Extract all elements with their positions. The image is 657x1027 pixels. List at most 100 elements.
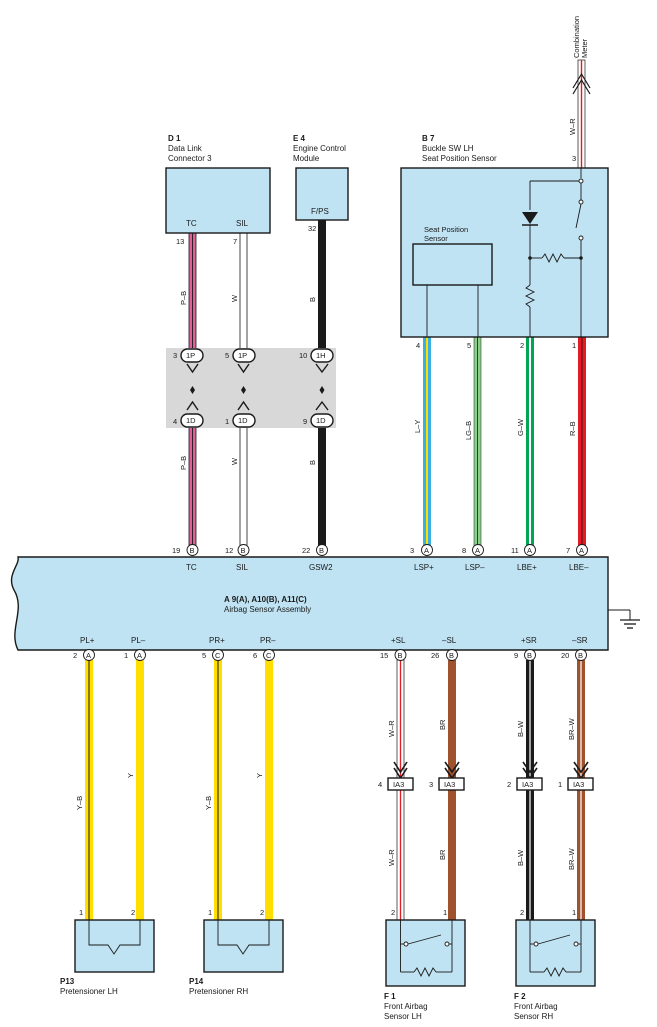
a-pin-11-conn: A xyxy=(527,546,532,555)
component-p14-pretensioner-rh: 1 2 P14 Pretensioner RH xyxy=(189,908,284,996)
a-pin-5: 5 xyxy=(202,651,206,660)
a-pin-3-conn: A xyxy=(424,546,429,555)
a-term-pl-plus: PL+ xyxy=(80,636,95,645)
junction-pin-9: 9 xyxy=(303,417,307,426)
b7-inner-label-line2: Sensor xyxy=(424,234,448,243)
junction-1d-tc xyxy=(180,413,204,428)
junction-1h-fps xyxy=(310,348,334,363)
wire-label-sl-plus-lower: W–R xyxy=(387,849,396,866)
a-pin-26-conn: B xyxy=(449,651,454,660)
junction-1p-tc-label: 1P xyxy=(186,351,195,360)
wire-lsp-minus xyxy=(473,335,482,553)
a-term-lbe-minus: LBE– xyxy=(569,563,589,572)
b7-pin-1: 1 xyxy=(572,341,576,350)
junction-block: 3 1P 5 1P 10 1H 4 1D 1 1D 9 1D xyxy=(166,348,336,428)
ia3-sl-plus-label: IA3 xyxy=(393,780,404,789)
a-pin-26: 26 xyxy=(431,651,439,660)
b7-pin-4: 4 xyxy=(416,341,420,350)
lower-wire-labels: Y–B Y Y–B Y W–R BR B–W BR–W W–R BR B–W B… xyxy=(75,717,576,870)
wire-pr-minus xyxy=(265,660,273,920)
airbag-sensor-subtitle: Airbag Sensor Assembly xyxy=(224,605,311,614)
f1-id: F 1 xyxy=(384,992,396,1001)
wire-label-lbe-minus: R–B xyxy=(568,421,577,436)
a-pin-9: 9 xyxy=(514,651,518,660)
wire-label-lsp-plus: L–Y xyxy=(413,420,422,433)
a-pin-15: 15 xyxy=(380,651,388,660)
a-term-sr-minus: –SR xyxy=(572,636,588,645)
wire-label-sil-upper: W xyxy=(230,294,239,302)
a-pin-9-conn: B xyxy=(527,651,532,660)
ia3-pin-3: 3 xyxy=(429,780,433,789)
wire-label-sr-plus-upper: B–W xyxy=(516,720,525,737)
a-pin-7-conn: A xyxy=(579,546,584,555)
a-pin-11: 11 xyxy=(511,546,519,555)
e4-box xyxy=(295,167,349,221)
a-pin-7: 7 xyxy=(566,546,570,555)
a-pin-1: 1 xyxy=(124,651,128,660)
meter-connector-icon-2 xyxy=(572,78,591,95)
a-term-tc: TC xyxy=(186,563,197,572)
p14-name: Pretensioner RH xyxy=(189,987,248,996)
b7-name-line1: Buckle SW LH xyxy=(422,144,474,153)
f1-pin-1: 1 xyxy=(443,908,447,917)
ia3-sr-minus-label: IA3 xyxy=(573,780,584,789)
component-d1-data-link-connector: D 1 Data Link Connector 3 TC SIL 13 7 xyxy=(165,134,271,246)
component-f2-front-airbag-sensor-rh: 2 1 F 2 Front Airbag Sensor RH xyxy=(514,908,596,1021)
component-e4-engine-control-module: E 4 Engine Control Module F/PS 32 xyxy=(293,134,349,233)
resistor-icon-2 xyxy=(524,284,536,308)
a-pin-22: 22 xyxy=(302,546,310,555)
junction-1p-sil xyxy=(232,348,256,363)
wire-lbe-plus xyxy=(526,336,534,552)
d1-id: D 1 xyxy=(168,134,181,143)
f2-name-line2: Sensor RH xyxy=(514,1012,553,1021)
wire-pr-plus xyxy=(214,660,222,920)
a-term-gsw2: GSW2 xyxy=(309,563,333,572)
wire-pl-plus xyxy=(85,660,93,920)
a-pin-12: 12 xyxy=(225,546,233,555)
component-a9-airbag-sensor-assembly: A 9(A), A10(B), A11(C) Airbag Sensor Ass… xyxy=(10,544,640,661)
meter-label-line1: Combination xyxy=(572,16,581,58)
e4-id: E 4 xyxy=(293,134,306,143)
wire-label-tc-lower: P–B xyxy=(179,456,188,470)
ia3-sr-plus-label: IA3 xyxy=(522,780,533,789)
b7-name-line2: Seat Position Sensor xyxy=(422,154,497,163)
airbag-sensor-title: A 9(A), A10(B), A11(C) xyxy=(224,595,307,604)
e4-pin-32: 32 xyxy=(308,224,316,233)
p13-pin-2: 2 xyxy=(131,908,135,917)
a-pin-8: 8 xyxy=(462,546,466,555)
a-pin-1-conn: A xyxy=(137,651,142,660)
a-term-sr-plus: +SR xyxy=(521,636,537,645)
wire-label-sl-minus-lower: BR xyxy=(438,849,447,860)
b7-internal-circuit xyxy=(522,168,584,337)
airbag-top-pins: 19 B TC 12 B SIL 22 B GSW2 3 A LSP+ 8 A … xyxy=(172,544,589,572)
e4-pin-fps: F/PS xyxy=(311,207,329,216)
ia3-pin-4: 4 xyxy=(378,780,382,789)
b7-pin-5: 5 xyxy=(467,341,471,350)
wire-label-sr-minus-upper: BR–W xyxy=(567,717,576,740)
ia3-connectors: 4 IA3 3 IA3 2 IA3 1 IA3 xyxy=(378,761,594,791)
p14-pin-1: 1 xyxy=(208,908,212,917)
squib-icon xyxy=(88,920,141,955)
a-term-lsp-plus: LSP+ xyxy=(414,563,434,572)
junction-1d-sil-label: 1D xyxy=(238,416,248,425)
sensor-switch-icon-2 xyxy=(529,920,582,978)
diode-icon xyxy=(522,212,538,224)
a-pin-22-conn: B xyxy=(319,546,324,555)
a-pin-20-conn: B xyxy=(578,651,583,660)
wire-label-sil-lower: W xyxy=(230,457,239,465)
d1-name-line1: Data Link xyxy=(168,144,203,153)
component-b7-buckle-switch: B 7 Buckle SW LH Seat Position Sensor 3 … xyxy=(400,134,609,350)
wire-label-lsp-minus: LG–B xyxy=(464,421,473,440)
f1-box xyxy=(385,919,466,987)
junction-1d-fps-label: 1D xyxy=(316,416,326,425)
meter-connector-icon xyxy=(572,72,591,89)
wire-label-sl-minus-upper: BR xyxy=(438,719,447,730)
junction-pin-5: 5 xyxy=(225,351,229,360)
junction-pin-1: 1 xyxy=(225,417,229,426)
sensor-switch-icon xyxy=(400,920,453,978)
b7-inner-label-line1: Seat Position xyxy=(424,225,468,234)
ground-icon xyxy=(608,609,640,629)
resistor-icon xyxy=(541,252,565,264)
wire-label-sr-minus-lower: BR–W xyxy=(567,847,576,870)
